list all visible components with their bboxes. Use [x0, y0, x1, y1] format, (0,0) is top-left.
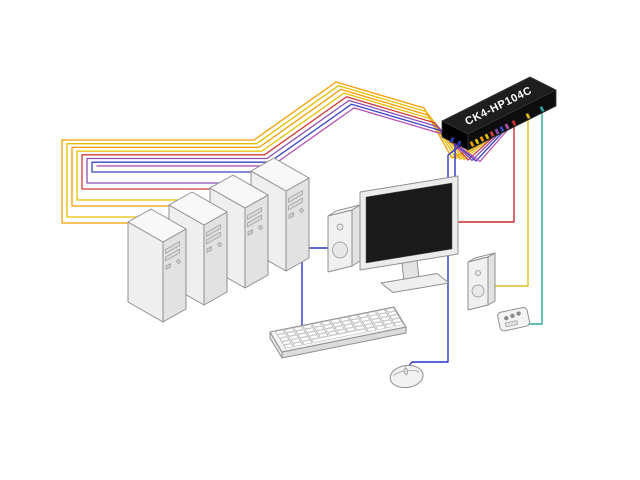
kvm-computer-cable-7: [91, 103, 503, 173]
kvm-port-plug: [499, 125, 505, 133]
kvm-computer-cable-1: [61, 81, 473, 224]
remote-button: [510, 313, 515, 319]
mouse: [389, 364, 424, 389]
speaker-tweeter: [475, 270, 481, 276]
remote-slider: [505, 320, 518, 328]
speaker-right: [467, 252, 496, 311]
kvm-ports: [449, 105, 545, 148]
monitor-screen: [365, 182, 453, 264]
kvm-port-plug: [449, 136, 455, 144]
speaker-left: [327, 204, 361, 273]
kvm-computer-cable-8: [96, 107, 508, 167]
keyboard-keys: [275, 307, 404, 349]
monitor-stand-base: [380, 273, 450, 293]
kvm-port-plug: [489, 130, 495, 138]
kvm-computer-cable-4: [76, 92, 488, 201]
remote-button: [504, 315, 509, 321]
kvm-port-plug: [484, 133, 490, 140]
kvm-port-plug: [539, 105, 545, 113]
kvm-port-plug: [494, 128, 500, 135]
kvm-top-face: [441, 76, 557, 135]
computer-tower-1: [127, 208, 187, 323]
remote-button: [516, 311, 521, 316]
speaker-tweeter: [336, 223, 344, 231]
kvm-port-plug: [525, 112, 531, 120]
remote-cable-teal: [517, 112, 543, 325]
kvm-port-plug: [456, 140, 462, 147]
kvm-port-plug: [469, 140, 475, 148]
kvm-port-plug: [511, 119, 517, 127]
kvm-computer-cable-2: [66, 85, 478, 218]
monitor: [359, 175, 459, 293]
speaker-driver: [332, 241, 348, 259]
keyboard: [269, 306, 407, 359]
kvm-computer-cable-5: [81, 96, 493, 190]
audio-cable-yellow: [483, 119, 529, 287]
remote-control: [497, 307, 531, 332]
mouse-scroll-wheel: [403, 368, 409, 375]
speaker-driver: [471, 284, 485, 298]
kvm-port-plug: [479, 135, 485, 143]
kvm-port-plug: [474, 138, 480, 145]
kvm-port-plug: [504, 123, 510, 130]
kvm-computer-cable-6: [86, 99, 498, 184]
